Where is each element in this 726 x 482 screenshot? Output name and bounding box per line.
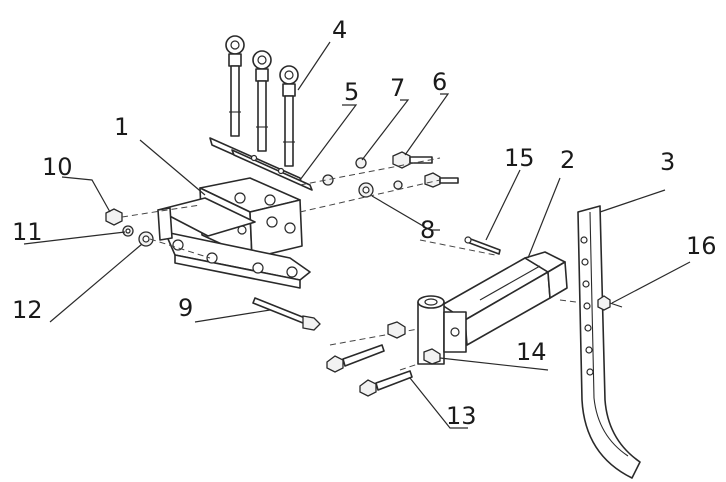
washer-part-7 [355,157,367,169]
long-bolt-part-9 [252,297,321,331]
hex-bolt-part-13 [326,321,441,397]
callout-9: 9 [178,294,193,322]
callout-4: 4 [332,16,347,44]
callout-5: 5 [344,78,359,106]
callout-8: 8 [420,216,435,244]
washer-part-8 [358,182,374,198]
alignment-lines [121,157,601,371]
callout-3: 3 [660,148,675,176]
bolt-lower-right [393,172,459,190]
bolt-part-6 [392,151,433,169]
callout-2: 2 [560,146,575,174]
callout-1: 1 [114,113,129,141]
small-nut-upper [322,174,334,186]
washer-part-12 [138,231,154,247]
callout-16: 16 [686,232,717,260]
nut-part-10 [105,208,123,226]
callout-7: 7 [390,74,405,102]
eye-bolts-part-4 [225,35,299,167]
callout-12: 12 [12,296,43,324]
callout-11: 11 [12,218,43,246]
bolt-part-16 [597,295,623,311]
leader-lines [23,41,691,429]
callout-6: 6 [432,68,447,96]
callout-14: 14 [516,338,547,366]
callout-10: 10 [42,153,73,181]
curved-tine-part-3 [577,205,641,479]
pin-part-15 [464,236,501,255]
mounting-bracket-part-1 [157,177,311,289]
washer-part-11 [122,225,134,237]
callout-labels: 4 5 7 6 1 10 11 12 9 8 15 2 3 16 14 13 [12,16,717,430]
callout-13: 13 [446,402,477,430]
callout-15: 15 [504,144,535,172]
